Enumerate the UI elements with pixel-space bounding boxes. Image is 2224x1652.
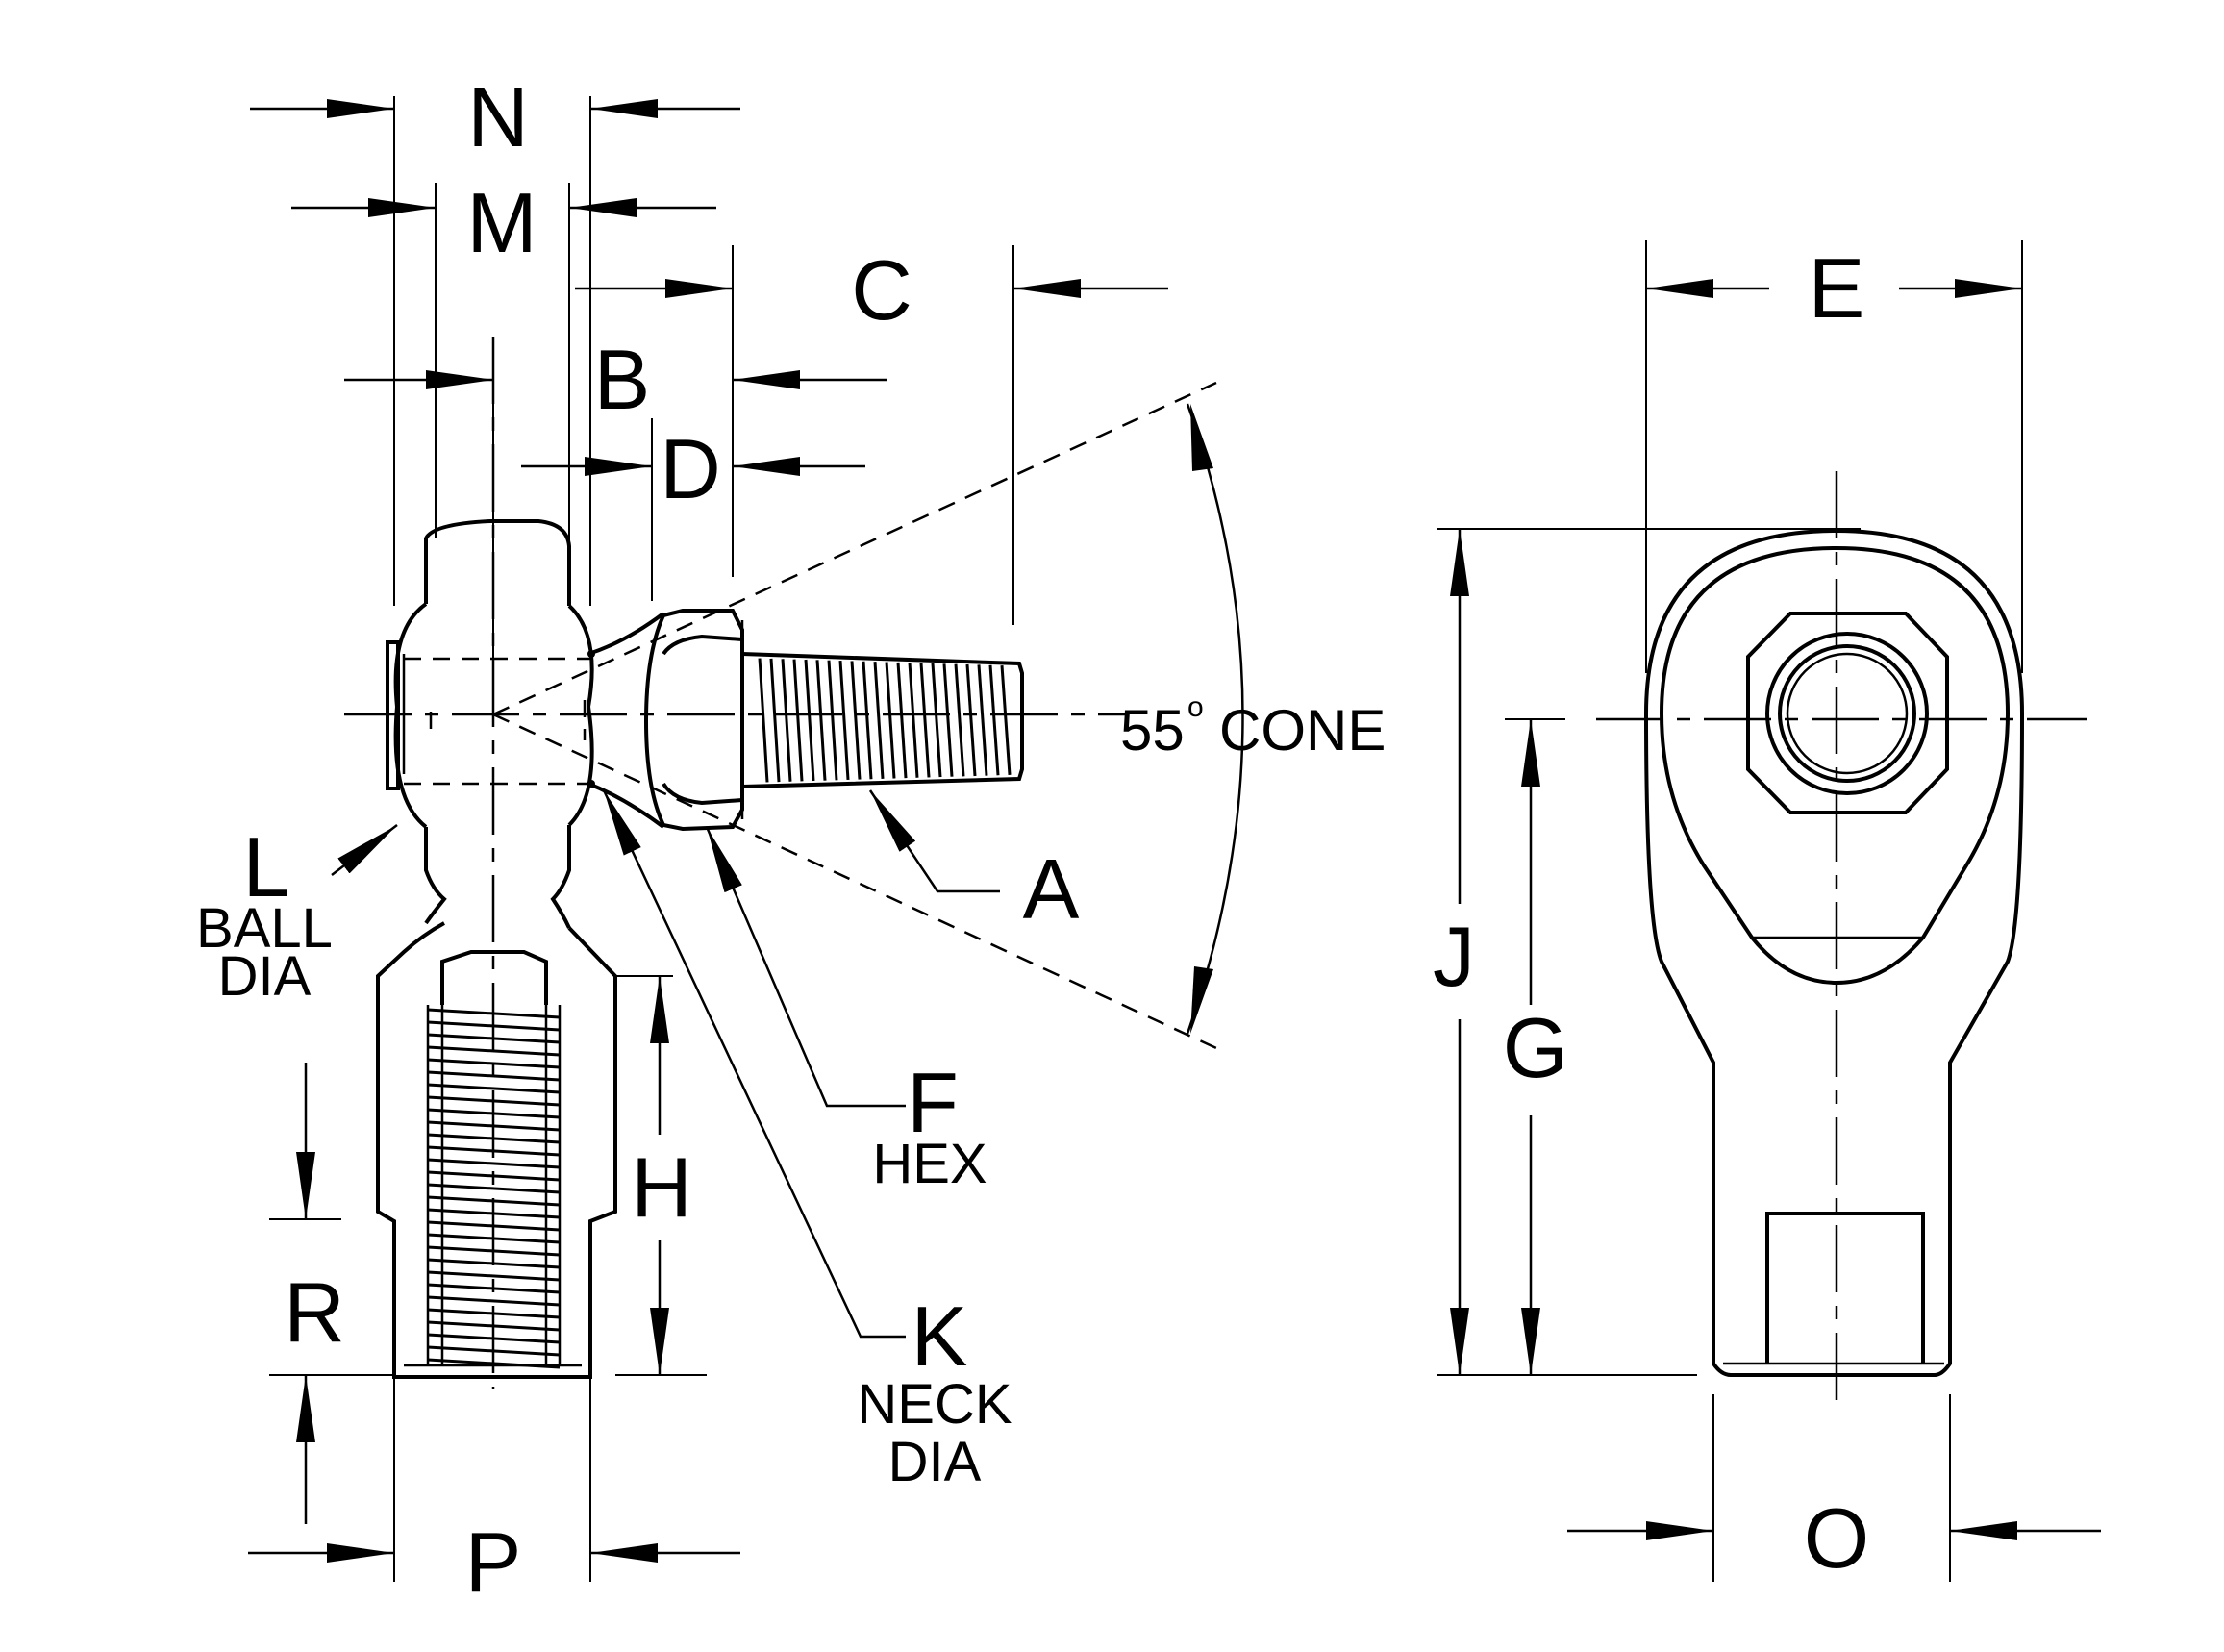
label-l-sub-ball: BALL	[196, 897, 333, 960]
dimension-arrows-side	[248, 98, 1168, 1563]
label-l-sub-dia: DIA	[218, 945, 312, 1008]
label-k-sub-neck: NECK	[857, 1373, 1012, 1436]
cone-angle-lines	[492, 381, 1244, 1050]
stud-thread-line	[896, 662, 908, 779]
front-view-labels: E J G O	[1433, 240, 1869, 1586]
cone-number: 55	[1120, 698, 1185, 763]
label-k: K	[912, 1289, 968, 1384]
cone-word: CONE	[1219, 698, 1386, 763]
label-l: L	[243, 819, 290, 914]
stud-threads	[758, 658, 1012, 783]
label-k-sub-dia: DIA	[888, 1431, 982, 1493]
center-lines-front	[1596, 471, 2087, 1414]
stud-thread-line	[965, 663, 977, 777]
stud-thread-line	[827, 660, 838, 781]
center-lines-side	[344, 337, 1125, 1389]
label-e: E	[1809, 240, 1865, 336]
label-c: C	[851, 242, 912, 338]
side-view-labels: N M C B D L BALL DIA A F HEX H R K NECK …	[196, 69, 1386, 1610]
dimension-arrows-front	[1450, 279, 2101, 1540]
shank-thread-line	[427, 1295, 561, 1307]
stud-thread-line	[769, 658, 781, 783]
label-f-sub-hex: HEX	[872, 1133, 987, 1195]
label-a: A	[1023, 841, 1080, 937]
label-b: B	[594, 332, 651, 427]
shank-thread-line	[427, 1045, 561, 1057]
label-f: F	[907, 1055, 959, 1150]
label-j: J	[1433, 909, 1475, 1004]
label-d: D	[660, 421, 721, 516]
rod-end-body-front	[1643, 528, 2025, 1377]
label-r: R	[284, 1264, 345, 1360]
shank-thread-line	[427, 1270, 561, 1282]
front-view: E J G O	[1433, 240, 2101, 1586]
stud-thread-line	[850, 661, 862, 780]
stud-thread-line	[1000, 664, 1012, 776]
label-m: M	[466, 175, 537, 270]
stud-thread-line	[885, 662, 896, 779]
stud-thread-line	[758, 658, 769, 783]
stud-thread-line	[942, 663, 954, 777]
stud-thread-line	[977, 664, 988, 776]
stud-thread-line	[781, 659, 792, 782]
side-view: N M C B D L BALL DIA A F HEX H R K NECK …	[196, 69, 1386, 1610]
stud-thread-line	[804, 659, 815, 782]
label-h: H	[631, 1139, 692, 1235]
label-g: G	[1503, 1000, 1568, 1095]
stud-thread-line	[862, 661, 873, 780]
shank-thread-line	[427, 1083, 561, 1094]
cone-degree-symbol: o	[1187, 691, 1204, 723]
shank-thread-line	[427, 1183, 561, 1194]
shank-thread-line	[427, 1158, 561, 1169]
cone-angle-label: 55 o CONE	[1120, 691, 1386, 763]
label-p: P	[465, 1514, 522, 1610]
stud-thread-line	[815, 660, 827, 781]
stud-thread-line	[988, 664, 1000, 776]
stud-thread-line	[919, 663, 931, 778]
stud-thread-line	[954, 663, 965, 777]
label-n: N	[467, 69, 529, 164]
stud-thread-line	[838, 660, 850, 781]
stud-thread-line	[931, 663, 942, 778]
extension-lines-side	[269, 96, 1014, 1582]
extension-lines-front	[1437, 240, 2023, 1582]
stud-thread-line	[908, 663, 919, 778]
label-o: O	[1804, 1490, 1869, 1586]
stud-thread-line	[792, 659, 804, 782]
stud-thread-line	[873, 662, 885, 779]
